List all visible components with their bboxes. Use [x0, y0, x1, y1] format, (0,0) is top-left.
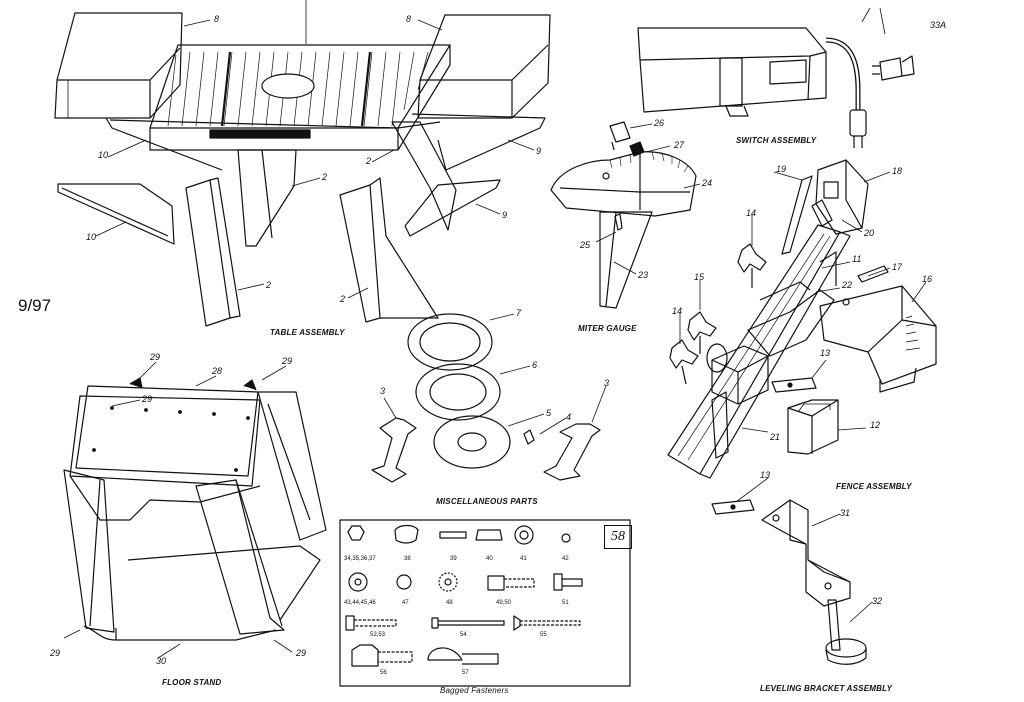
callout-14-lower: 14 [672, 306, 683, 316]
callout-13-upper: 13 [820, 348, 831, 358]
leveling-bracket-assembly-caption: LEVELING BRACKET ASSEMBLY [760, 684, 893, 693]
callout-20: 20 [864, 228, 875, 238]
callout-19: 19 [776, 164, 787, 174]
callout-2-a: 2 [322, 172, 328, 182]
callout-31: 31 [840, 508, 851, 518]
miscellaneous-parts-drawing [371, 313, 601, 483]
fastener-label-57: 57 [462, 670, 469, 676]
table-assembly-caption: TABLE ASSEMBLY [270, 328, 345, 337]
callout-5: 5 [546, 408, 552, 418]
bagged-fasteners-caption: Bagged Fasteners [440, 686, 509, 695]
callout-3-right: 3 [604, 378, 610, 388]
callout-2-d: 2 [340, 294, 346, 304]
callout-32: 32 [872, 596, 883, 606]
floor-stand-drawing [63, 377, 327, 641]
callout-8-left: 8 [214, 14, 220, 24]
callout-9-a: 9 [536, 146, 542, 156]
callout-18: 18 [892, 166, 903, 176]
callout-11: 11 [852, 254, 862, 264]
fence-assembly-drawing [667, 224, 937, 515]
callout-28: 28 [212, 366, 223, 376]
callout-12: 12 [870, 420, 881, 430]
callout-6: 6 [532, 360, 538, 370]
callout-8-right: 8 [406, 14, 412, 24]
callout-29-d: 29 [50, 648, 61, 658]
fastener-label-39: 39 [450, 556, 457, 562]
callout-33a: 33A [930, 20, 947, 30]
bagged-fasteners-drawing [339, 519, 631, 687]
callout-2-c: 2 [266, 280, 272, 290]
callout-9-b: 9 [502, 210, 508, 220]
leader-lines [63, 0, 927, 659]
callout-3-left: 3 [380, 386, 386, 396]
callout-14-upper: 14 [746, 208, 757, 218]
fastener-label-42: 42 [562, 556, 569, 562]
callout-29-b: 29 [282, 356, 293, 366]
callout-29-a: 29 [150, 352, 161, 362]
fence-assembly-caption: FENCE ASSEMBLY [836, 482, 912, 491]
callout-22: 22 [842, 280, 853, 290]
callout-13-lower: 13 [760, 470, 771, 480]
callout-30: 30 [156, 656, 167, 666]
callout-27: 27 [674, 140, 685, 150]
callout-17: 17 [892, 262, 903, 272]
miter-gauge-drawing [550, 121, 697, 309]
leveling-bracket-drawing [761, 499, 867, 665]
group-label: 58 [604, 525, 632, 549]
callout-2-b: 2 [366, 156, 372, 166]
fastener-label-52-53: 52,53 [370, 632, 386, 638]
fastener-label-40: 40 [486, 556, 493, 562]
fastener-label-56: 56 [380, 670, 387, 676]
callout-23: 23 [638, 270, 649, 280]
callout-16: 16 [922, 274, 933, 284]
fastener-label-54: 54 [460, 632, 467, 638]
date-code: 9/97 [18, 296, 52, 315]
callout-21: 21 [770, 432, 781, 442]
callout-25: 25 [580, 240, 591, 250]
floor-stand-caption: FLOOR STAND [162, 678, 222, 687]
fastener-label-43-46: 43,44,45,46 [344, 600, 376, 606]
callout-29-e: 29 [296, 648, 307, 658]
fastener-label-34-37: 34,35,36,37 [344, 556, 376, 562]
fastener-label-51: 51 [562, 600, 569, 606]
switch-assembly-drawing [637, 7, 915, 255]
table-assembly-drawing [54, 12, 551, 327]
fastener-label-55: 55 [540, 632, 547, 638]
switch-assembly-caption: SWITCH ASSEMBLY [736, 136, 817, 145]
fastener-label-41: 41 [520, 556, 527, 562]
callout-26: 26 [654, 118, 665, 128]
fastener-label-47: 47 [402, 600, 409, 606]
fastener-label-49-50: 49,50 [496, 600, 512, 606]
callout-29-c: 29 [142, 394, 153, 404]
miter-gauge-caption: MITER GAUGE [578, 324, 637, 333]
fastener-label-48: 48 [446, 600, 453, 606]
callout-7: 7 [516, 308, 522, 318]
fastener-label-38: 38 [404, 556, 411, 562]
callout-10-upper: 10 [98, 150, 109, 160]
callout-4: 4 [566, 412, 572, 422]
callout-24: 24 [702, 178, 713, 188]
miscellaneous-parts-caption: MISCELLANEOUS PARTS [436, 497, 538, 506]
callout-10-lower: 10 [86, 232, 97, 242]
callout-15: 15 [694, 272, 705, 282]
